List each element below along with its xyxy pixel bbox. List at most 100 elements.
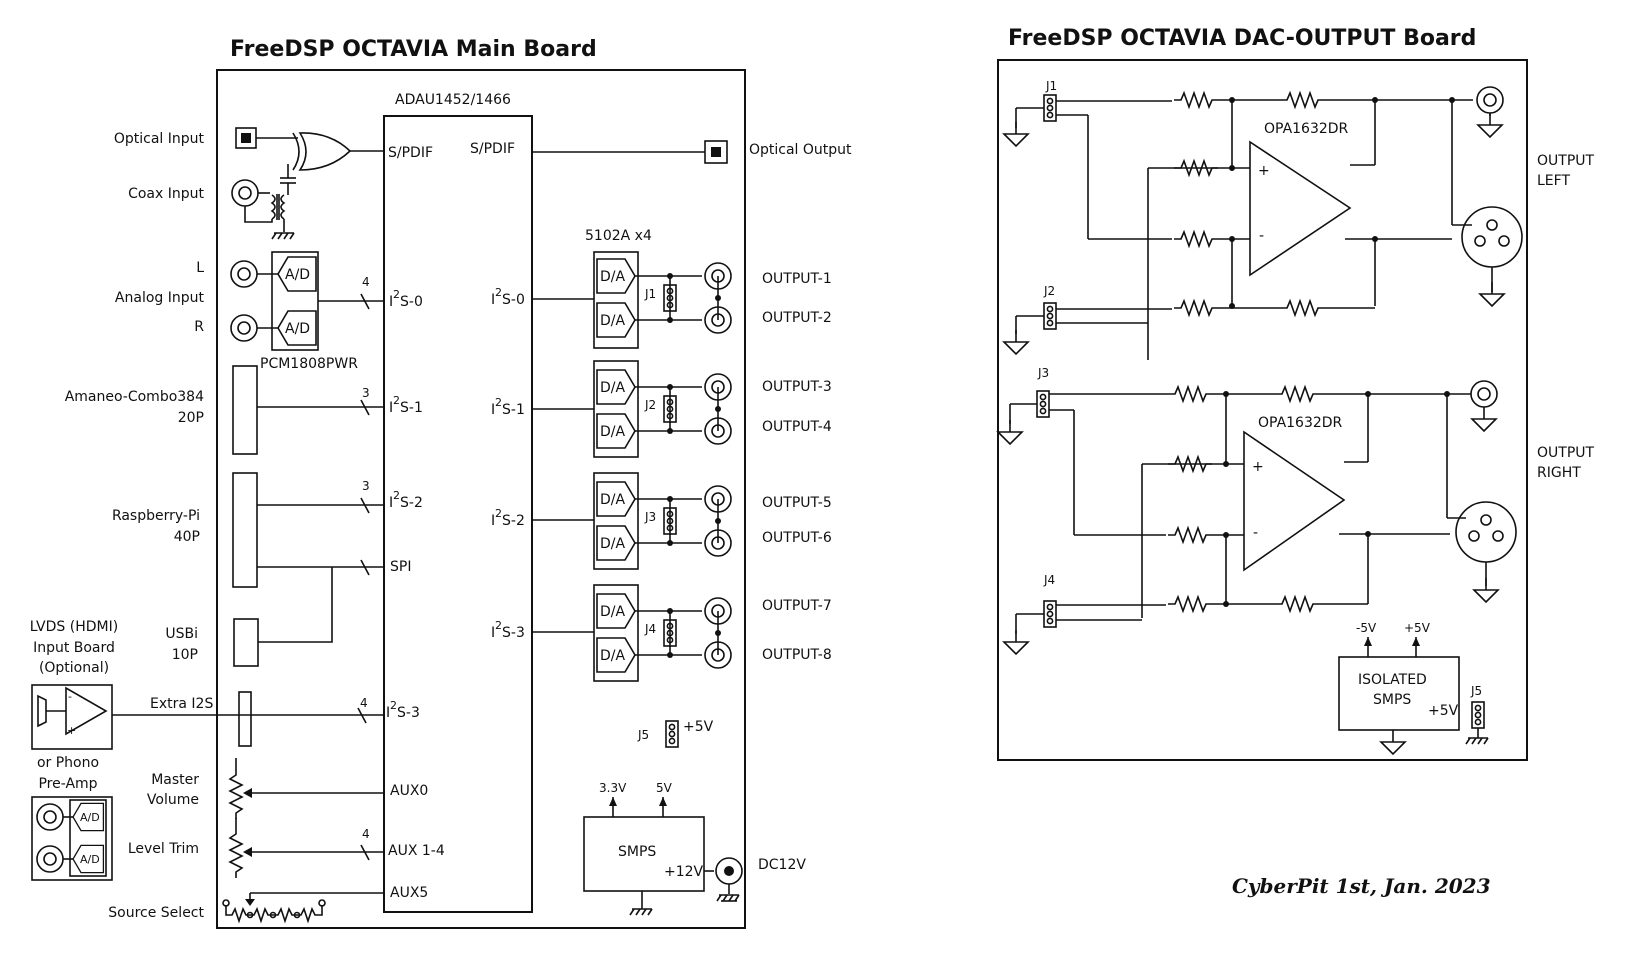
aux14-label: AUX 1-4 xyxy=(388,843,445,859)
svg-text:I: I xyxy=(491,625,495,641)
output-4-label: OUTPUT-4 xyxy=(762,419,832,435)
svg-text:2: 2 xyxy=(393,489,400,502)
opamp-right-label: OPA1632DR xyxy=(1258,415,1343,431)
opamp-right-icon xyxy=(1243,430,1346,572)
output-1-label: OUTPUT-1 xyxy=(762,271,832,287)
phono-adc-2: A/D xyxy=(80,853,100,866)
smps-12v-label: +12V xyxy=(664,864,704,880)
coax-input-label: Coax Input xyxy=(128,186,204,202)
svg-text:D/A: D/A xyxy=(600,424,625,440)
smps-outline xyxy=(583,816,705,892)
j2-label: J2 xyxy=(1043,284,1055,298)
phono-label-1: or Phono xyxy=(37,755,99,771)
aux5-label: AUX5 xyxy=(390,885,428,901)
svg-text:2: 2 xyxy=(390,699,397,712)
jumper-j4-label: J4 xyxy=(644,622,656,636)
usbi-label-2: 10P xyxy=(172,647,198,663)
svg-text:I: I xyxy=(389,400,393,416)
output-5-label: OUTPUT-5 xyxy=(762,495,832,511)
output-left-1: OUTPUT xyxy=(1537,153,1595,169)
svg-text:+: + xyxy=(1258,163,1270,179)
j5-dac-jumper xyxy=(1471,701,1485,729)
rpi-header xyxy=(232,472,258,588)
svg-text:2: 2 xyxy=(393,288,400,301)
bus-width-adc: 4 xyxy=(362,275,370,289)
bus-width-trim: 4 xyxy=(362,827,370,841)
opamp-left-label: OPA1632DR xyxy=(1264,121,1349,137)
master-label-2: Volume xyxy=(147,792,199,808)
dc-jack-icon xyxy=(715,857,743,902)
aux0-label: AUX0 xyxy=(390,783,428,799)
source-select-label: Source Select xyxy=(108,905,204,921)
svg-text:D/A: D/A xyxy=(600,313,625,329)
svg-text:S-0: S-0 xyxy=(502,292,525,308)
lvds-label-3: (Optional) xyxy=(39,660,109,676)
svg-text:D/A: D/A xyxy=(600,380,625,396)
j5-main-label: J5 xyxy=(637,728,649,742)
jumper-j1-label: J1 xyxy=(644,287,656,301)
dac-board-title: FreeDSP OCTAVIA DAC-OUTPUT Board xyxy=(1008,26,1476,51)
lvds-amp-icon xyxy=(65,686,108,736)
svg-text:S-1: S-1 xyxy=(502,402,525,418)
usbi-label-1: USBi xyxy=(165,626,198,642)
phono-adc-1: A/D xyxy=(80,811,100,824)
output-right-1: OUTPUT xyxy=(1537,445,1595,461)
svg-text:S-3: S-3 xyxy=(397,705,420,721)
svg-text:S-3: S-3 xyxy=(502,625,525,641)
j5-main-voltage: +5V xyxy=(683,719,714,735)
svg-text:I: I xyxy=(491,292,495,308)
j5-main-jumper xyxy=(665,720,679,748)
j1-label: J1 xyxy=(1045,79,1057,93)
svg-text:2: 2 xyxy=(495,619,502,632)
opamp-left-icon xyxy=(1249,140,1352,277)
svg-text:2: 2 xyxy=(393,394,400,407)
jumper-j2-label: J2 xyxy=(644,398,656,412)
smps-5v-label: 5V xyxy=(656,781,673,795)
rpi-label-2: 40P xyxy=(174,529,200,545)
output-6-label: OUTPUT-6 xyxy=(762,530,832,546)
amaneo-header xyxy=(232,365,258,455)
optical-output-jack-icon xyxy=(704,140,728,164)
svg-text:D/A: D/A xyxy=(600,492,625,508)
analog-input-label: Analog Input xyxy=(115,290,205,306)
extra-i2s-label: Extra I2S xyxy=(150,696,213,712)
svg-text:+: + xyxy=(67,724,76,737)
main-board-title: FreeDSP OCTAVIA Main Board xyxy=(230,37,597,62)
optical-output-label: Optical Output xyxy=(749,142,852,158)
jumper-j3-label: J3 xyxy=(644,510,656,524)
spdif-out-label: S/PDIF xyxy=(470,141,515,157)
output-7-label: OUTPUT-7 xyxy=(762,598,832,614)
smps-33v-label: 3.3V xyxy=(599,781,627,795)
phono-board-outline xyxy=(31,796,113,881)
j3-label: J3 xyxy=(1037,366,1049,380)
plus-5v-label: +5V xyxy=(1404,621,1431,635)
lvds-connector-icon xyxy=(37,694,47,728)
svg-text:D/A: D/A xyxy=(600,536,625,552)
optical-input-label: Optical Input xyxy=(114,131,205,147)
lvds-label-1: LVDS (HDMI) xyxy=(30,619,118,635)
amaneo-label-1: Amaneo-Combo384 xyxy=(65,389,204,405)
svg-text:I: I xyxy=(491,402,495,418)
output-8-label: OUTPUT-8 xyxy=(762,647,832,663)
lvds-board-outline xyxy=(31,684,113,750)
svg-text:I: I xyxy=(491,513,495,529)
minus-5v-label: -5V xyxy=(1356,621,1377,635)
analog-r-label: R xyxy=(194,319,204,335)
level-trim-label: Level Trim xyxy=(128,841,199,857)
svg-text:D/A: D/A xyxy=(600,269,625,285)
svg-text:+: + xyxy=(1252,459,1264,475)
signature: CyberPit 1st, Jan. 2023 xyxy=(1232,874,1491,898)
output-left-2: LEFT xyxy=(1537,173,1570,189)
transformer-icon xyxy=(270,194,286,220)
output-3-label: OUTPUT-3 xyxy=(762,379,832,395)
lvds-label-2: Input Board xyxy=(33,640,115,656)
bus-width-amaneo: 3 xyxy=(362,386,370,400)
